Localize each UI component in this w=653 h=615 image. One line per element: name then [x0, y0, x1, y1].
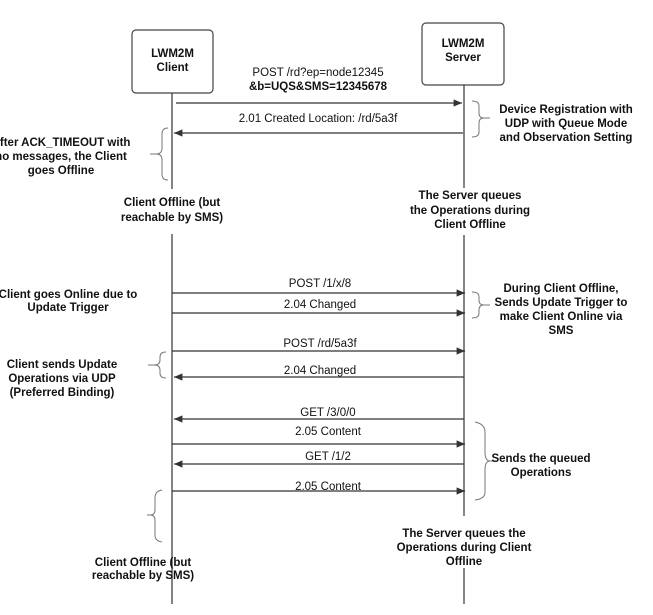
message-content-1: 2.05 Content: [172, 426, 465, 448]
svg-text:Client sends Update: Client sends Update: [7, 359, 118, 371]
brace-ack-timeout: [150, 127, 169, 181]
svg-text:Update Trigger: Update Trigger: [27, 302, 109, 314]
note-update-trigger: During Client Offline, Sends Update Trig…: [495, 283, 628, 337]
message-post-rd: POST /rd/5a3f: [172, 338, 465, 355]
brace-client-offline-2: [147, 489, 163, 543]
svg-text:goes Offline: goes Offline: [28, 165, 94, 177]
svg-text:Sends Update Trigger to: Sends Update Trigger to: [495, 297, 628, 309]
message-changed-2: 2.04 Changed: [174, 365, 464, 381]
note-client-offline-1: Client Offline (but reachable by SMS): [121, 197, 223, 224]
svg-text:(Preferred Binding): (Preferred Binding): [10, 387, 115, 399]
note-server-queues-1: The Server queues the Operations during …: [410, 190, 530, 231]
message-get-300: GET /3/0/0: [174, 407, 464, 423]
svg-text:The Server queues: The Server queues: [419, 190, 522, 202]
svg-text:Client goes Online due to: Client goes Online due to: [0, 289, 137, 301]
message-changed-1: 2.04 Changed: [172, 299, 465, 317]
note-client-offline-2: Client Offline (but reachable by SMS): [92, 557, 194, 582]
client-title-line2: Client: [157, 62, 189, 74]
message-label: POST /rd?ep=node12345: [252, 67, 383, 79]
svg-text:UDP with Queue Mode: UDP with Queue Mode: [505, 118, 627, 130]
message-label: 2.04 Changed: [284, 299, 356, 311]
message-get-12: GET /1/2: [174, 451, 464, 468]
note-ack-timeout: After ACK_TIMEOUT with no messages, the …: [0, 137, 130, 177]
message-label: GET /1/2: [305, 451, 351, 463]
svg-text:and Observation Setting: and Observation Setting: [500, 132, 633, 144]
client-title-line1: LWM2M: [151, 48, 194, 60]
message-register: POST /rd?ep=node12345 &b=UQS&SMS=1234567…: [176, 67, 462, 107]
message-label: 2.05 Content: [295, 426, 362, 438]
brace-update-trigger: [471, 291, 490, 319]
note-registration: Device Registration with UDP with Queue …: [499, 104, 633, 144]
svg-text:Device Registration with: Device Registration with: [499, 104, 633, 116]
note-server-queues-2: The Server queues the Operations during …: [397, 528, 532, 568]
svg-text:During Client Offline,: During Client Offline,: [504, 283, 619, 295]
message-label: POST /1/x/8: [289, 278, 351, 290]
svg-text:no messages, the Client: no messages, the Client: [0, 151, 127, 163]
note-client-online: Client goes Online due to Update Trigger: [0, 289, 137, 314]
server-participant-box: LWM2M Server: [421, 22, 505, 86]
svg-text:Client Offline (but: Client Offline (but: [124, 197, 221, 209]
message-label: 2.05 Content: [295, 481, 362, 493]
client-participant-box: LWM2M Client: [131, 29, 214, 94]
svg-text:Sends the queued: Sends the queued: [491, 453, 590, 465]
svg-text:After ACK_TIMEOUT with: After ACK_TIMEOUT with: [0, 137, 130, 149]
svg-text:make Client Online via: make Client Online via: [500, 311, 623, 323]
message-label: 2.04 Changed: [284, 365, 356, 377]
svg-text:reachable by SMS): reachable by SMS): [92, 570, 194, 582]
brace-registration: [471, 100, 490, 138]
brace-queued-ops: [474, 421, 496, 501]
message-post-update-trigger: POST /1/x/8: [172, 278, 465, 297]
svg-text:Operations: Operations: [511, 467, 572, 479]
svg-text:The Server queues the: The Server queues the: [402, 528, 525, 540]
message-label: POST /rd/5a3f: [283, 338, 357, 350]
message-label-params: &b=UQS&SMS=12345678: [249, 81, 388, 93]
svg-text:Client Offline: Client Offline: [434, 219, 506, 231]
svg-text:Operations during Client: Operations during Client: [397, 542, 532, 554]
brace-client-update: [148, 351, 167, 379]
message-created: 2.01 Created Location: /rd/5a3f: [174, 113, 463, 137]
svg-text:the Operations during: the Operations during: [410, 205, 530, 217]
message-content-2: 2.05 Content: [172, 481, 465, 495]
svg-text:Client Offline (but: Client Offline (but: [95, 557, 192, 569]
server-title-line2: Server: [445, 52, 481, 64]
svg-text:reachable by SMS): reachable by SMS): [121, 212, 223, 224]
svg-text:Offline: Offline: [446, 556, 482, 568]
message-label: GET /3/0/0: [300, 407, 355, 419]
message-label: 2.01 Created Location: /rd/5a3f: [239, 113, 398, 125]
svg-text:Operations via UDP: Operations via UDP: [8, 373, 116, 385]
note-client-update: Client sends Update Operations via UDP (…: [7, 359, 118, 399]
server-title-line1: LWM2M: [442, 38, 485, 50]
svg-text:SMS: SMS: [549, 325, 574, 337]
note-queued-ops: Sends the queued Operations: [491, 453, 590, 479]
